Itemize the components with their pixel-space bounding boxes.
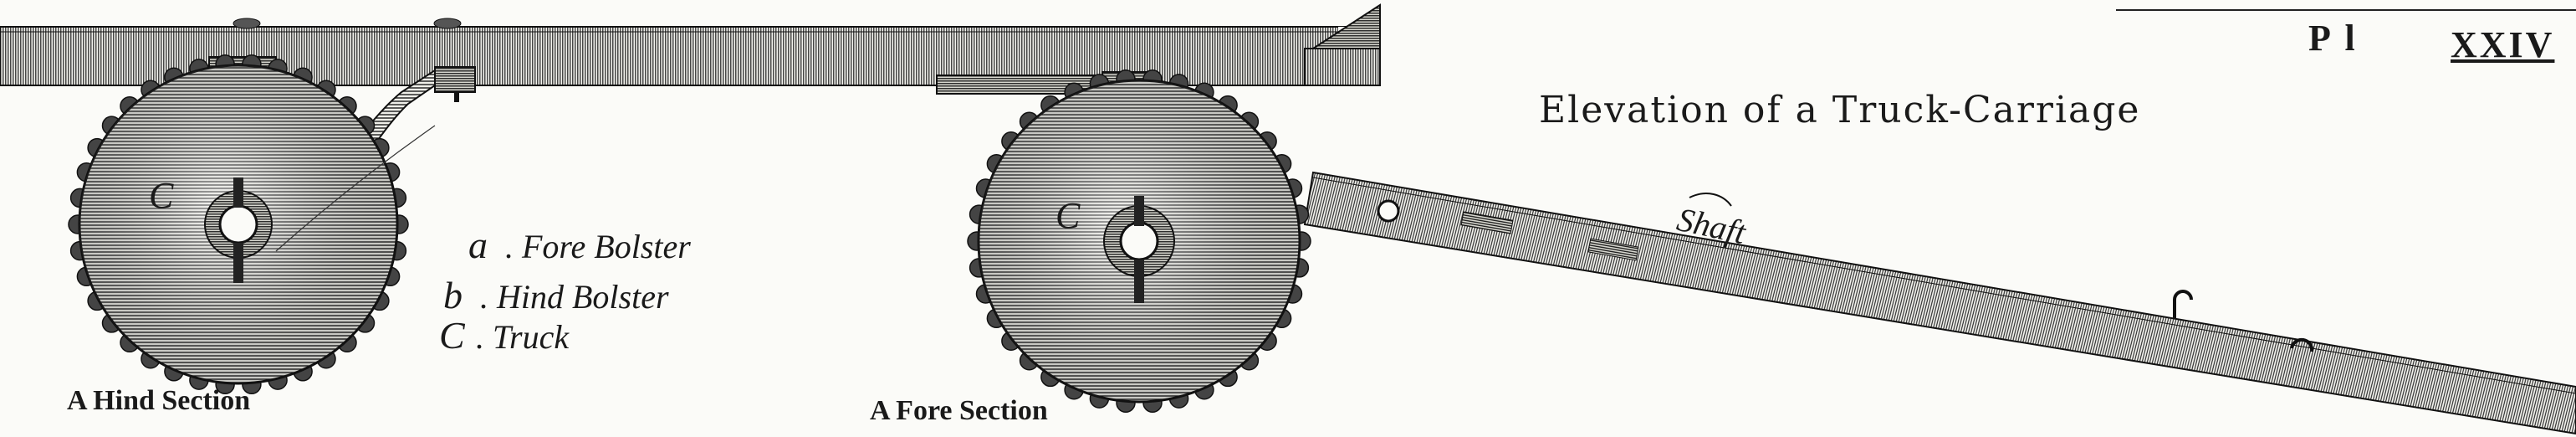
key-fore-bolster: a . Fore Bolster (468, 226, 691, 265)
shaft-pin (1377, 199, 1400, 223)
shaft (1303, 171, 2576, 435)
shaft-slot (1460, 211, 1514, 234)
shaft-slot (1587, 238, 1639, 261)
shaft-hook (2173, 290, 2193, 318)
fore-wheel (967, 69, 1311, 414)
hind-wheel-label: C (149, 175, 174, 216)
hind-wheel (68, 54, 409, 395)
tie-line (275, 125, 436, 252)
key-letter: b (443, 274, 463, 316)
plate-prefix: P l (2308, 18, 2359, 59)
fore-axle (1119, 221, 1159, 261)
fore-wheel-label: C (1055, 195, 1081, 236)
fore-section-caption: A Fore Section (870, 395, 1048, 426)
key-letter: a (468, 224, 488, 266)
key-letter: C (439, 314, 465, 357)
page-title: Elevation of a Truck-Carriage (1539, 89, 2141, 131)
key-hind-bolster: b . Hind Bolster (443, 276, 669, 315)
hind-axle (218, 204, 258, 244)
hind-section-caption: A Hind Section (67, 385, 251, 416)
key-text: . Fore Bolster (505, 228, 691, 265)
key-text: . Hind Bolster (480, 278, 669, 316)
plate-number: XXIV (2451, 24, 2555, 65)
key-truck: C . Truck (439, 316, 569, 355)
key-text: . Truck (476, 318, 570, 356)
